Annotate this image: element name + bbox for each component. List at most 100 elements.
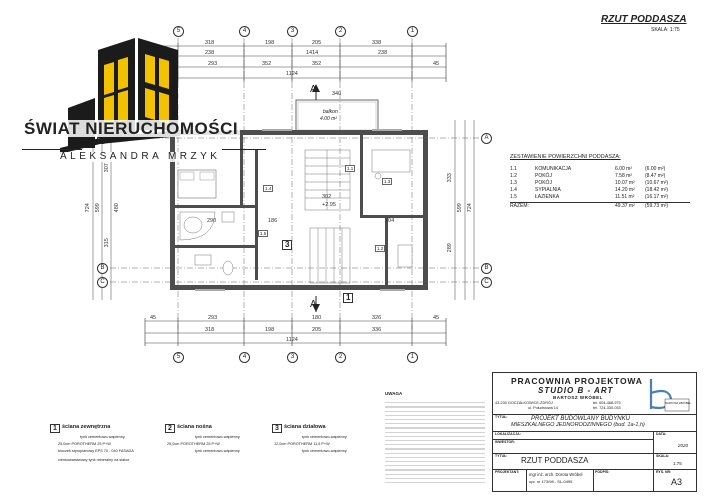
logo-subtitle: ALEKSANDRA MRZYK [60, 151, 221, 162]
area-row-1: 1.1 KOMUNIKACJA 6.00 m² (6.00 m²) [510, 167, 695, 174]
firm-tel2: tel. 724-330-033 [593, 406, 621, 410]
lokalizacja-label: LOKALIZACJA: [495, 432, 521, 436]
dim-left-4: 480 [113, 203, 120, 213]
dim-top-11: 352 [312, 61, 322, 67]
dim-top-4: 338 [372, 40, 382, 46]
area-row-no: 1.1 [510, 166, 517, 172]
dim-int-204: 204 [385, 218, 395, 224]
dim-top-12: 45 [433, 61, 440, 67]
dim-right-1: 724 [466, 203, 473, 213]
room-label-1-1: 1.1 [345, 165, 356, 172]
logo-mark [60, 38, 180, 154]
studio-name: STUDIO B - ART [538, 386, 614, 395]
room-label-1-2: 1.2 [375, 245, 386, 252]
dim-right-4: 289 [446, 243, 453, 253]
dim-int-290: 290 [207, 218, 217, 224]
architect-license: upr. nr 173/98 - SL-0495 [529, 479, 573, 484]
area-row-a: 10.07 m² [615, 180, 635, 186]
firm-owner: BARTOSZ WRÓBEL [553, 395, 603, 400]
dim-top-10: 352 [262, 61, 272, 67]
skala-label: SKALA: [656, 454, 670, 458]
dim-top-3: 205 [312, 40, 322, 46]
legend-line: tynk cementowo-wapienny [195, 449, 240, 453]
area-row-name: SYPIALNIA [535, 187, 561, 193]
room-label-1-4: 1.4 [263, 185, 274, 192]
dim-bottom-7: 198 [265, 327, 275, 333]
axis-bubble-1-bottom: 1 [407, 352, 418, 363]
notes: UWAGA [385, 391, 490, 487]
dim-top-1: 318 [205, 40, 215, 46]
axis-bubble-c-right: C [481, 277, 492, 288]
title-block: PRACOWNIA PROJEKTOWA STUDIO B - ART BART… [492, 372, 697, 492]
area-row-b: (8.47 m²) [645, 173, 666, 179]
firm-tel: tel. 604-468-975 [593, 401, 621, 405]
notes-text-lines [385, 400, 485, 485]
logo-divider-left [22, 149, 82, 150]
area-row-4: 1.4 SYPIALNIA 14.20 m² (18.42 m²) [510, 188, 695, 195]
dim-top-9: 293 [208, 61, 218, 67]
dim-int-302: 302 [322, 194, 332, 200]
area-total-b: (59.73 m²) [645, 203, 669, 209]
studio-logo [649, 379, 690, 412]
room-label-1-5: 1.5 [258, 230, 269, 237]
dim-int-340: 340 [332, 91, 342, 97]
podpis-label: PODPIS: [595, 470, 610, 474]
area-row-a: 14.20 m² [615, 187, 635, 193]
axis-bubble-4: 4 [239, 26, 250, 37]
dim-bottom-4: 326 [372, 315, 382, 321]
legend-line: 12,0cm POROTHERM 11,5 P+W [274, 442, 330, 446]
projektant-label: PROJEKTANT: [495, 470, 520, 474]
legend-line: 25,0cm POROTHERM 25 P+W [167, 442, 220, 446]
dim-top-2: 198 [265, 40, 275, 46]
tytul2-label: TYTUŁ: [495, 454, 508, 458]
area-table-title: ZESTAWIENIE POWIERZCHNI PODDASZA: [510, 154, 621, 160]
dim-left-5: 315 [103, 238, 110, 248]
axis-bubble-b-left: B [97, 263, 108, 274]
dim-bottom-1: 45 [150, 315, 157, 321]
wall-marker-1: 1 [343, 293, 354, 303]
dim-top-total: 1124 [286, 71, 298, 77]
section-a-bottom: A [310, 299, 317, 310]
legend-num: 2 [165, 424, 175, 433]
dim-bottom-2: 293 [208, 315, 218, 321]
legend-title: ściana działowa [284, 424, 326, 430]
area-row-a: 11.51 m² [615, 194, 635, 200]
axis-bubble-3: 3 [287, 26, 298, 37]
data-label: DATA: [656, 432, 667, 436]
dim-top-5: 238 [205, 50, 215, 56]
level-mark: +2.95 [322, 202, 336, 208]
dim-bottom-9: 336 [372, 327, 382, 333]
legend-line: bloczek styropianowy EPS 70 - 040 FASADA [58, 449, 134, 453]
balcony-area: 4.00 m² [320, 116, 337, 122]
project-title: PROJEKT BUDOWLANY BUDYNKU [531, 416, 630, 422]
axis-bubble-4-bottom: 4 [239, 352, 250, 363]
area-row-name: POKÓJ [535, 180, 552, 186]
axis-bubble-2: 2 [335, 26, 346, 37]
wall-legend: 1 ściana zewnętrzna tynk cementowo-wapie… [50, 424, 370, 474]
legend-line: 25,0cm POROTHERM 25 P+W [58, 442, 111, 446]
legend-title: ściana zewnętrzna [62, 424, 111, 430]
notes-title: UWAGA [385, 391, 403, 396]
axis-bubble-5: 5 [173, 26, 184, 37]
sheet-number-label: RYS. NR: [656, 470, 672, 474]
legend-line: tynk cementowo-wapienny [80, 435, 125, 439]
area-row-b: (6.00 m²) [645, 166, 666, 172]
tytul-label: TYTUŁ: [495, 415, 508, 419]
area-row-a: 7.58 m² [615, 173, 632, 179]
drawing-scale: SKALA: 1:75 [651, 27, 680, 33]
legend-line: tynk cementowo-wapienny [302, 449, 347, 453]
dim-bottom-3: 180 [312, 315, 322, 321]
dim-bottom-6: 318 [205, 327, 215, 333]
balcony [295, 99, 379, 133]
architect-name: mgr inż. arch. Dorota Wróbel [529, 472, 583, 477]
area-total-row: RAZEM: 49.37 m² (59.73 m²) [510, 204, 695, 211]
area-row-3: 1.3 POKÓJ 10.07 m² (10.67 m²) [510, 181, 695, 188]
room-label-1-3: 1.3 [382, 178, 393, 185]
wall-marker-3: 3 [282, 240, 293, 250]
studio-logo-text: BARTOSZ WRÓBEL [665, 401, 692, 405]
area-table-rule [510, 202, 690, 203]
dim-top-7: 238 [378, 50, 388, 56]
date-value: 2020 [678, 443, 689, 448]
dim-left-2: 599 [94, 203, 101, 213]
